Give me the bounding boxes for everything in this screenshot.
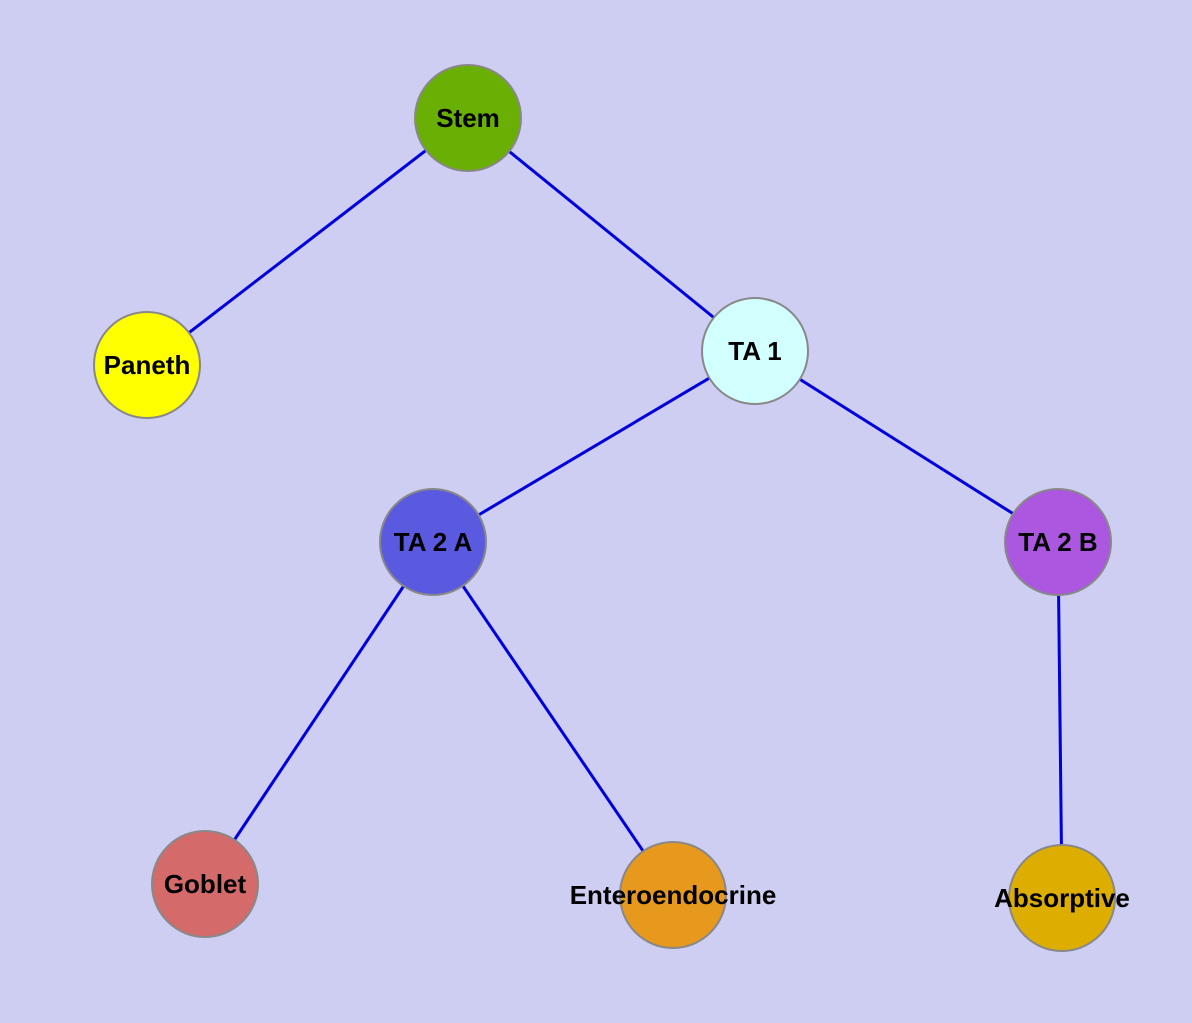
node-goblet: Goblet xyxy=(151,830,259,938)
node-enteroendocrine: Enteroendocrine xyxy=(570,841,776,949)
edge-ta2a-goblet xyxy=(203,541,435,885)
edge-stem-ta1 xyxy=(467,116,756,353)
node-label-absorptive: Absorptive xyxy=(994,883,1130,913)
node-label-ta2b: TA 2 B xyxy=(1018,527,1098,557)
edge-ta1-ta2a xyxy=(432,349,756,544)
node-label-ta2a: TA 2 A xyxy=(393,527,473,557)
node-paneth: Paneth xyxy=(93,311,201,419)
node-label-enteroendocrine: Enteroendocrine xyxy=(569,880,777,910)
node-label-goblet: Goblet xyxy=(163,869,247,899)
node-stem: Stem xyxy=(414,64,522,172)
node-label-paneth: Paneth xyxy=(103,350,191,380)
edge-ta2b-absorptive xyxy=(1056,541,1064,899)
edge-stem-paneth xyxy=(146,116,469,367)
node-ta2a: TA 2 A xyxy=(379,488,487,596)
node-absorptive: Absorptive xyxy=(994,844,1130,952)
edge-ta2a-enteroendocrine xyxy=(431,541,675,896)
node-label-ta1: TA 1 xyxy=(728,336,782,366)
edge-ta1-ta2b xyxy=(754,349,1059,544)
node-label-stem: Stem xyxy=(436,103,500,133)
node-ta2b: TA 2 B xyxy=(1004,488,1112,596)
node-ta1: TA 1 xyxy=(701,297,809,405)
